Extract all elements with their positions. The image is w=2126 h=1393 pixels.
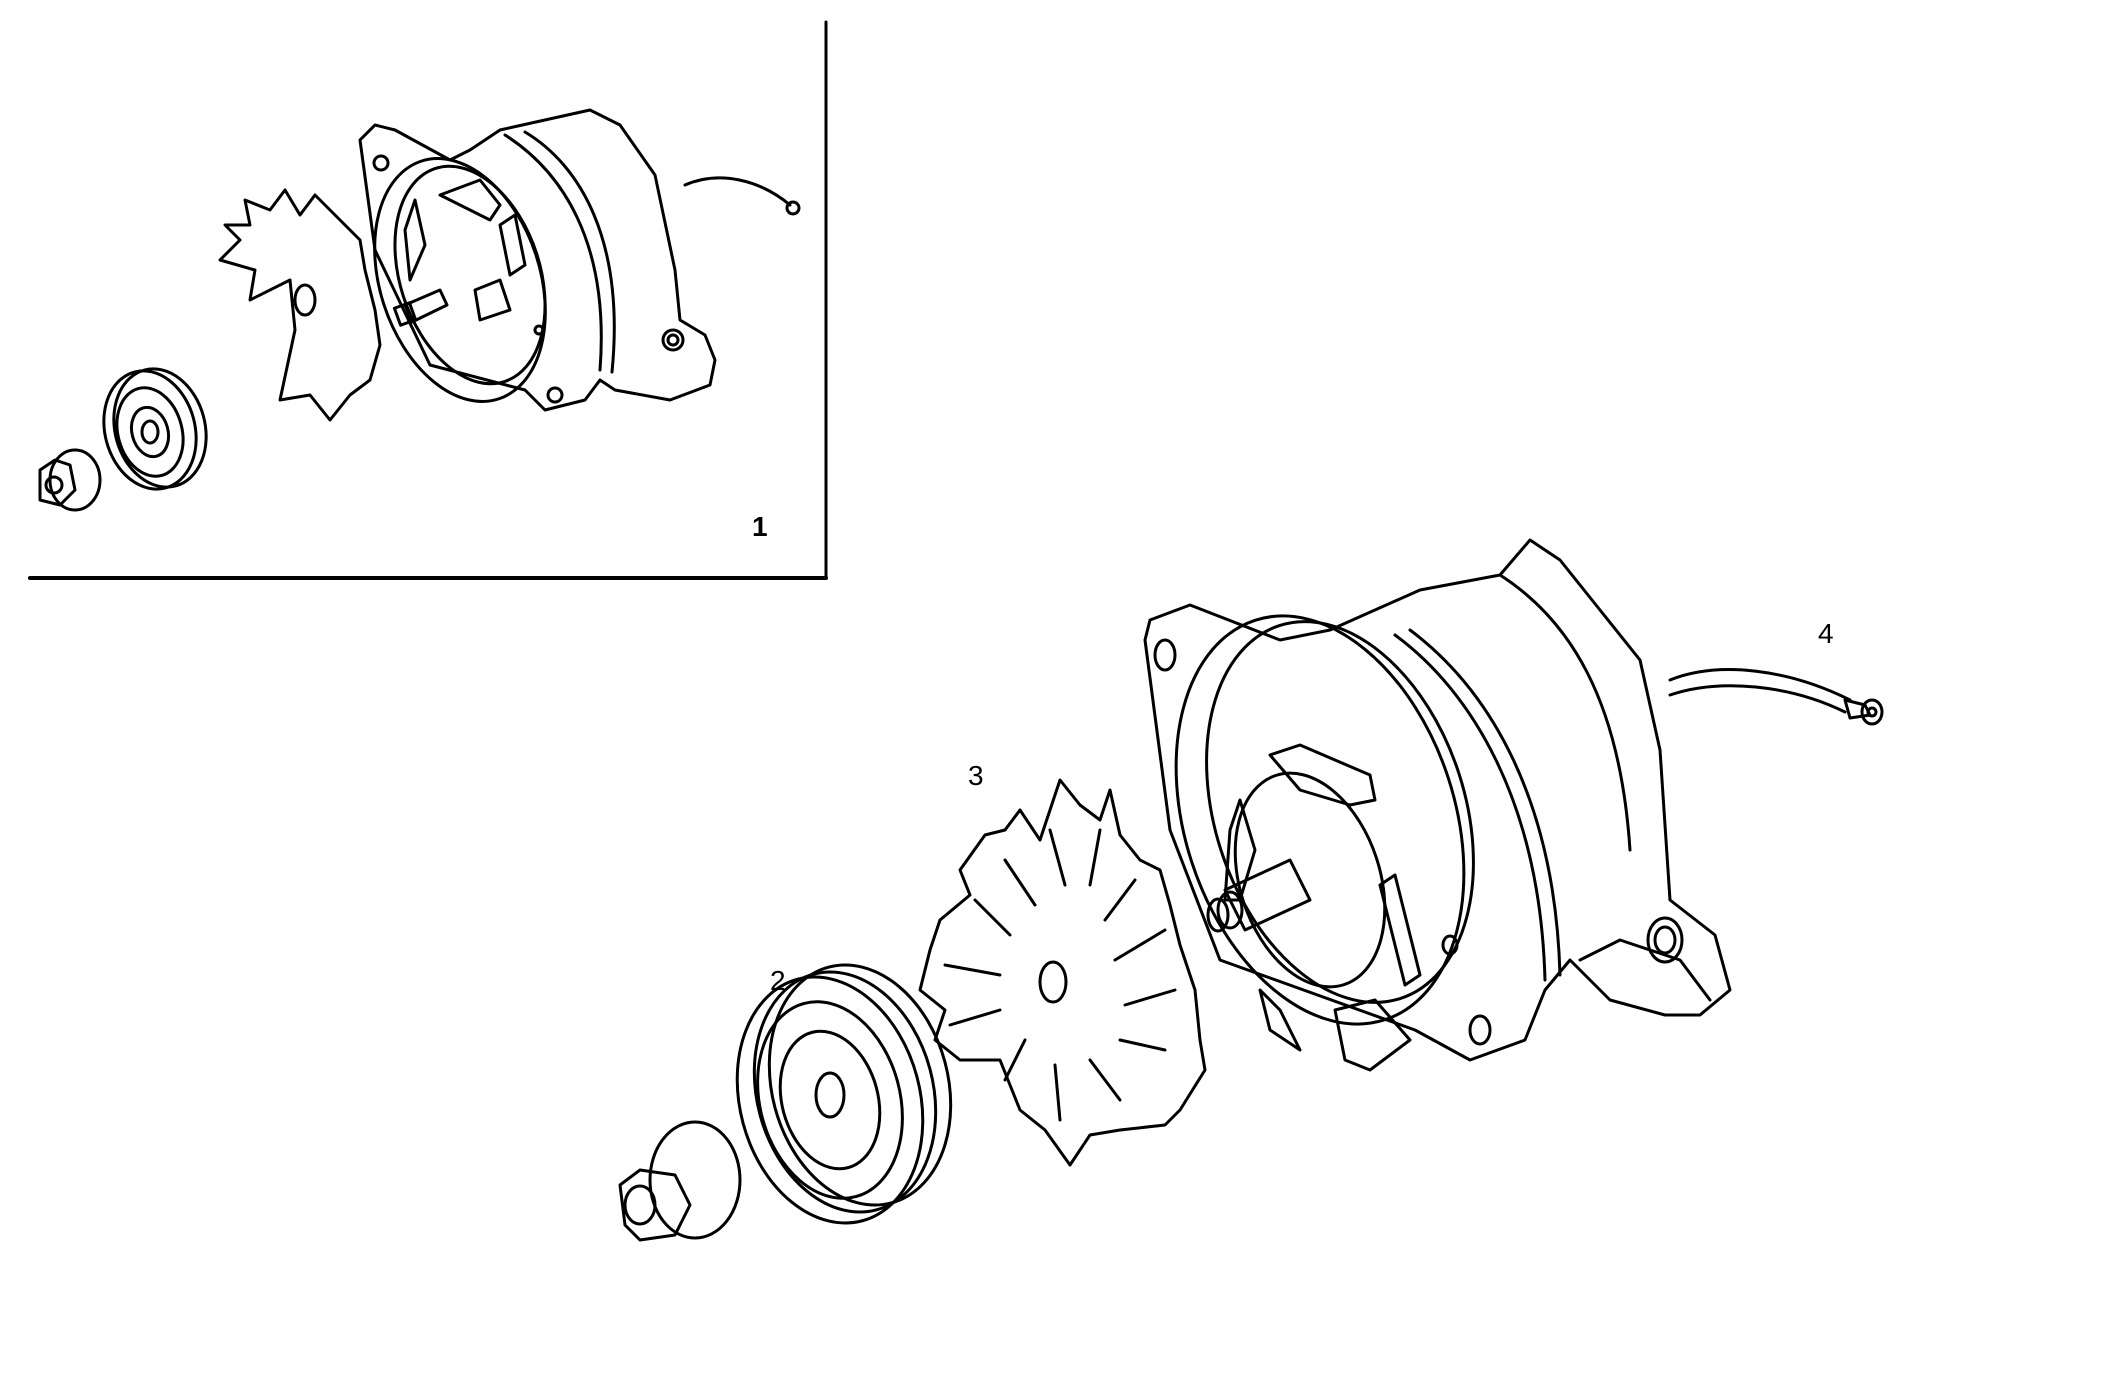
callout-3-fan: 3 [968, 760, 984, 791]
main-alternator-body [1143, 538, 1732, 1072]
main-fan [918, 778, 1207, 1167]
inset-assembly [38, 108, 801, 512]
main-cable [1668, 668, 1884, 726]
inset-alternator-body [358, 108, 801, 412]
callout-2-pulley: 2 [770, 965, 786, 996]
main-nut [618, 1120, 742, 1242]
inset-nut [38, 448, 102, 512]
main-pulley [735, 963, 953, 1225]
inset-label: 1 [752, 511, 768, 542]
inset-pulley [102, 367, 208, 491]
inset-fan [218, 188, 382, 422]
inset-frame [28, 20, 828, 580]
callout-4-cable: 4 [1818, 618, 1834, 649]
